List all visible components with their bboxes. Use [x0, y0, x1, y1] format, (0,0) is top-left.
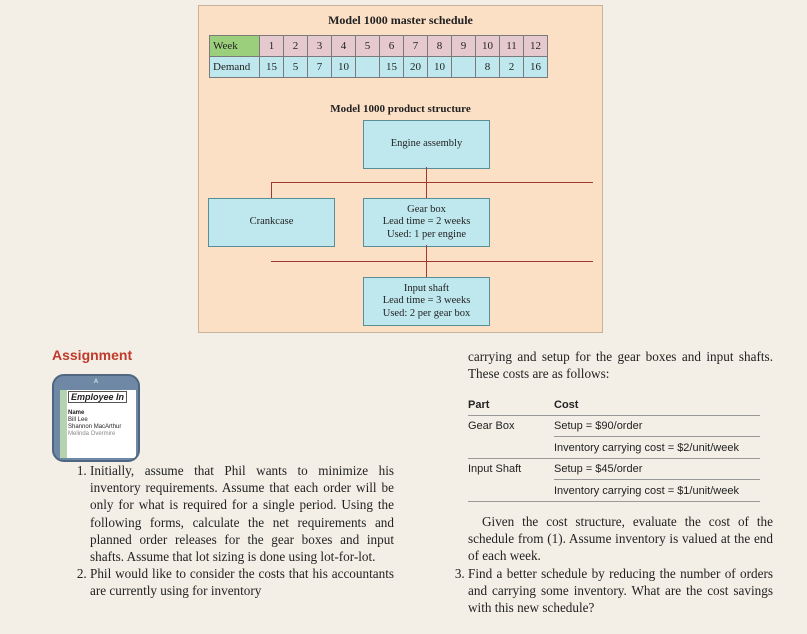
input-shaft-name: Input shaft — [403, 282, 450, 294]
demand-row: Demand 15 5 7 10 15 20 10 8 2 16 — [209, 56, 548, 78]
cost-value: Inventory carrying cost = $2/unit/week — [554, 442, 739, 454]
connector-line — [426, 261, 427, 277]
right-questions: Find a better schedule by reducing the n… — [448, 565, 773, 617]
gear-box-name: Gear box — [407, 203, 446, 215]
cost-value: Setup = $45/order — [554, 463, 643, 475]
cost-part: Input Shaft — [468, 463, 522, 475]
demand-cell: 7 — [307, 56, 332, 78]
icon-row: Shannon MacArthur — [68, 424, 122, 430]
demand-cell: 16 — [523, 56, 548, 78]
cost-part: Gear Box — [468, 420, 515, 432]
master-schedule-table: Week 1 2 3 4 5 6 7 8 9 10 11 12 Demand 1… — [209, 35, 548, 78]
demand-cell: 10 — [427, 56, 452, 78]
engine-assembly-box: Engine assembly — [363, 120, 490, 169]
demand-cell: 15 — [379, 56, 404, 78]
connector-line — [426, 245, 427, 261]
demand-cell: 5 — [283, 56, 308, 78]
gear-box-usage: Used: 1 per engine — [386, 228, 467, 240]
connector-line — [271, 182, 272, 198]
spreadsheet-icon: A Employee In Name Bill Lee Shannon MacA… — [52, 374, 140, 462]
demand-cell: 20 — [403, 56, 428, 78]
week-cell: 6 — [379, 35, 404, 57]
icon-row: Employee In — [68, 391, 128, 403]
demand-cell: 10 — [331, 56, 356, 78]
table-rule — [554, 479, 760, 480]
week-cell: 3 — [307, 35, 332, 57]
icon-row: Name — [68, 410, 85, 416]
input-shaft-box: Input shaft Lead time = 3 weeks Used: 2 … — [363, 277, 490, 326]
cost-header-part: Part — [468, 399, 490, 411]
week-label: Week — [209, 35, 260, 57]
week-cell: 7 — [403, 35, 428, 57]
demand-label: Demand — [209, 56, 260, 78]
input-shaft-usage: Used: 2 per gear box — [382, 307, 471, 319]
week-cell: 4 — [331, 35, 356, 57]
connector-line — [271, 182, 593, 183]
demand-cell: 8 — [475, 56, 500, 78]
table-rule — [468, 415, 760, 416]
product-structure-title: Model 1000 product structure — [330, 103, 471, 115]
demand-cell: 15 — [259, 56, 284, 78]
week-cell: 1 — [259, 35, 284, 57]
question-3: Find a better schedule by reducing the n… — [468, 565, 773, 617]
left-questions: Initially, assume that Phil wants to min… — [70, 462, 394, 600]
connector-line — [426, 167, 427, 182]
cost-value: Inventory carrying cost = $1/unit/week — [554, 485, 739, 497]
week-cell: 9 — [451, 35, 476, 57]
table-rule — [468, 501, 760, 502]
input-shaft-lead-time: Lead time = 3 weeks — [382, 295, 471, 307]
engine-assembly-label: Engine assembly — [390, 138, 463, 150]
demand-cell — [451, 56, 476, 78]
week-cell: 10 — [475, 35, 500, 57]
icon-row: Melinda Overmire — [68, 431, 116, 437]
demand-cell: 2 — [499, 56, 524, 78]
table-rule — [468, 458, 760, 459]
week-cell: 12 — [523, 35, 548, 57]
connector-line — [271, 261, 593, 262]
week-cell: 11 — [499, 35, 524, 57]
icon-row: Bill Lee — [68, 417, 88, 423]
question-2-end: Given the cost structure, evaluate the c… — [468, 514, 773, 564]
crankcase-label: Crankcase — [249, 216, 294, 228]
cost-header-cost: Cost — [554, 399, 579, 411]
week-cell: 2 — [283, 35, 308, 57]
week-cell: 8 — [427, 35, 452, 57]
gear-box-lead-time: Lead time = 2 weeks — [382, 216, 471, 228]
demand-cell — [355, 56, 380, 78]
assignment-heading: Assignment — [52, 347, 133, 363]
question-2-continued: carrying and setup for the gear boxes an… — [468, 349, 773, 382]
cost-table: Part Cost Gear Box Setup = $90/order Inv… — [468, 396, 773, 506]
connector-line — [426, 182, 427, 198]
master-schedule-title: Model 1000 master schedule — [328, 13, 473, 27]
table-rule — [554, 436, 760, 437]
week-row: Week 1 2 3 4 5 6 7 8 9 10 11 12 — [209, 35, 548, 57]
figure-panel: Model 1000 master schedule Week 1 2 3 4 … — [198, 5, 603, 333]
week-cell: 5 — [355, 35, 380, 57]
gear-box-box: Gear box Lead time = 2 weeks Used: 1 per… — [363, 198, 490, 247]
question-2-start: Phil would like to consider the costs th… — [90, 565, 394, 599]
crankcase-box: Crankcase — [208, 198, 335, 247]
question-1: Initially, assume that Phil wants to min… — [90, 462, 394, 565]
cost-value: Setup = $90/order — [554, 420, 643, 432]
